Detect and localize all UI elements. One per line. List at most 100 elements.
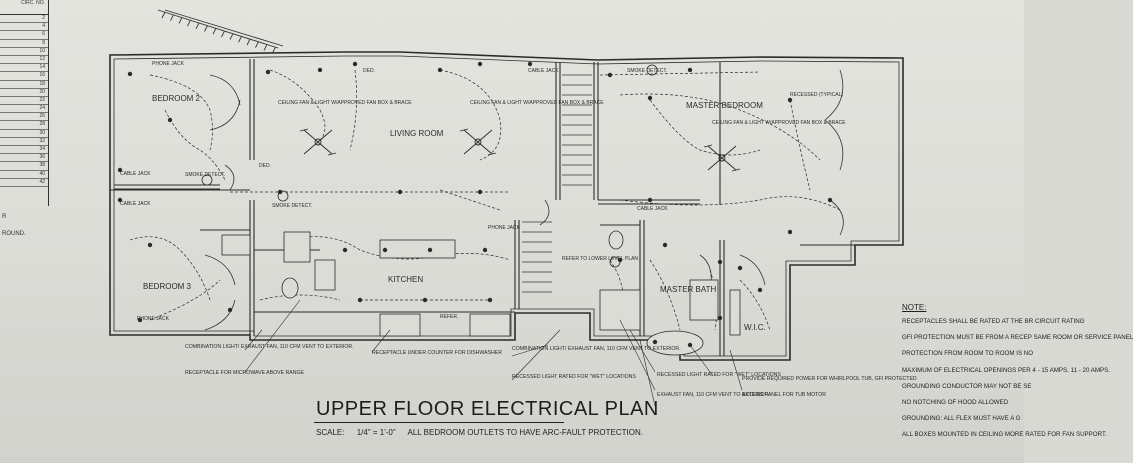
- wic-shelf: [729, 289, 741, 336]
- callout-microwave: RECEPTACLE FOR MICROWAVE ABOVE RANGE: [185, 370, 304, 376]
- vanity-hall: [283, 231, 311, 263]
- schedule-row: 6: [0, 31, 48, 40]
- receptacle-icon: [127, 71, 133, 77]
- receptacle-icon: [787, 97, 793, 103]
- scale-value: 1/4" = 1'-0": [356, 428, 396, 437]
- callout-exhaust-fan: EXHAUST FAN, 110 CFM VENT TO EXTERIOR.: [657, 392, 770, 398]
- receptacle-icon: [482, 247, 488, 253]
- title-underline: [314, 422, 564, 423]
- ceiling-fan-icon: [703, 144, 741, 172]
- notes-heading: NOTE:: [902, 303, 927, 312]
- edge-fragment-ground: ROUND.: [2, 231, 26, 237]
- schedule-row: 32: [0, 138, 48, 146]
- callout-dishwasher: RECEPTACLE UNDER COUNTER FOR DISHWASHER: [372, 350, 502, 356]
- schedule-row: 40: [0, 171, 48, 179]
- inner-stair: [522, 74, 592, 293]
- device-labels: PHONE JACK CABLE JACK CABLE JACK SMOKE D…: [120, 61, 843, 322]
- schedule-row: 26: [0, 113, 48, 122]
- room-wic: W.I.C.: [744, 323, 766, 332]
- schedule-row: 18: [0, 81, 48, 89]
- phone-jack-label: PHONE JACK: [137, 316, 170, 322]
- receptacle-icon: [477, 189, 483, 195]
- note-item: GROUNDING CONDUCTOR MAY NOT BE SE: [902, 382, 1032, 390]
- receptacle-icon: [757, 287, 763, 293]
- schedule-row: 20: [0, 89, 48, 97]
- room-labels: BEDROOM 2 BEDROOM 3 LIVING ROOM KITCHEN …: [143, 94, 766, 332]
- toilet-master: [608, 230, 624, 250]
- receptacle-icon: [227, 307, 233, 313]
- smoke-detector-icon: [201, 174, 213, 186]
- receptacle-icon: [647, 197, 653, 203]
- stairs-top: [157, 9, 284, 54]
- scale-line: SCALE: 1/4" = 1'-0" ALL BEDROOM OUTLETS …: [316, 428, 653, 437]
- receptacle-icon: [265, 69, 271, 75]
- ceiling-fan-label: CEILING FAN & LIGHT W/APPROVED FAN BOX &…: [278, 100, 412, 106]
- receptacle-icon: [787, 229, 793, 235]
- edge-fragment-r: R: [2, 214, 7, 220]
- callout-access-panel: ACCESS PANEL FOR TUB MOTOR: [742, 392, 826, 398]
- schedule-row: 22: [0, 97, 48, 106]
- receptacle-icon: [427, 247, 433, 253]
- receptacle-icon: [717, 315, 723, 321]
- vanity-bedroom3: [221, 234, 251, 256]
- callout-exhaust-fan: COMBINATION LIGHT/ EXHAUST FAN, 110 CFM …: [185, 344, 354, 350]
- ceiling-fans: [299, 128, 741, 172]
- schedule-row: 28: [0, 121, 48, 130]
- toilet-bedroom3: [281, 277, 299, 299]
- floor-plan-drawing: BEDROOM 2 BEDROOM 3 LIVING ROOM KITCHEN …: [109, 9, 917, 407]
- room-kitchen: KITCHEN: [388, 275, 423, 284]
- receptacle-icon: [317, 67, 323, 73]
- receptacle-icon: [342, 247, 348, 253]
- smoke-detect-label: SMOKE DETECT.: [627, 68, 667, 74]
- receptacle-icon: [737, 265, 743, 271]
- receptacle-icon: [827, 197, 833, 203]
- fixtures: [221, 230, 741, 356]
- schedule-row: 36: [0, 154, 48, 163]
- smoke-detect-label: SMOKE DETECT.: [272, 203, 312, 209]
- refer-lower-label: REFER TO LOWER LEVEL PLAN: [562, 256, 638, 262]
- callout-exhaust-fan: COMBINATION LIGHT/ EXHAUST FAN, 110 CFM …: [512, 346, 681, 352]
- receptacle-icon: [717, 259, 723, 265]
- notes-list: RECEPTACLES SHALL BE RATED AT THE BR CIR…: [902, 318, 1133, 439]
- receptacle-icon: [527, 61, 533, 67]
- receptacle-icon: [477, 61, 483, 67]
- sink: [379, 313, 421, 337]
- room-living: LIVING ROOM: [390, 129, 444, 138]
- vanity-master: [689, 279, 719, 321]
- callout-whirlpool: PROVIDE REQUIRED POWER FOR WHIRLPOOL TUB…: [742, 376, 917, 382]
- note-item: MAXIMUM OF ELECTRICAL OPENINGS PER 4 - 1…: [902, 366, 1111, 374]
- smoke-detect-label: SMOKE DETECT.: [185, 172, 225, 178]
- interior-walls: [110, 59, 855, 356]
- door-swings: [204, 69, 844, 331]
- room-master-bath: MASTER BATH: [660, 285, 717, 294]
- room-bedroom-3: BEDROOM 3: [143, 282, 192, 291]
- note-item: NO NOTCHING OF HOOD ALLOWED: [902, 398, 1009, 406]
- smoke-detector-icon: [277, 190, 289, 202]
- dedicated-label: DED.: [363, 68, 375, 74]
- note-item: ALL BOXES MOUNTED IN CEILING MORE RATED …: [902, 431, 1107, 439]
- schedule-row: 30: [0, 130, 48, 138]
- schedule-row: 14: [0, 64, 48, 73]
- callout-leaders: [244, 299, 743, 407]
- note-item: RECEPTACLES SHALL BE RATED AT THE BR CIR…: [902, 318, 1085, 326]
- schedule-row: 34: [0, 146, 48, 155]
- schedule-row: 42: [0, 179, 48, 187]
- schedule-header: CIRC. NO.: [0, 0, 48, 15]
- refrigerator: [469, 313, 511, 337]
- cable-jack-label: CABLE JACK: [120, 201, 151, 207]
- kitchen-island: [379, 239, 456, 259]
- receptacle-icon: [647, 95, 653, 101]
- smoke-detector-icon: [646, 64, 658, 76]
- receptacle-icon: [487, 297, 493, 303]
- phone-jack-label: PHONE JACK: [152, 61, 185, 67]
- receptacle-icon: [397, 189, 403, 195]
- fan-labels: CEILING FAN & LIGHT W/APPROVED FAN BOX &…: [278, 100, 846, 126]
- room-master-bedroom: MASTER BEDROOM: [686, 101, 763, 110]
- room-bedroom-2: BEDROOM 2: [152, 94, 201, 103]
- notes-panel: NOTE: RECEPTACLES SHALL BE RATED AT THE …: [902, 303, 1133, 447]
- receptacle-icon: [382, 247, 388, 253]
- receptacle-icon: [422, 297, 428, 303]
- receptacle-icon: [352, 61, 358, 67]
